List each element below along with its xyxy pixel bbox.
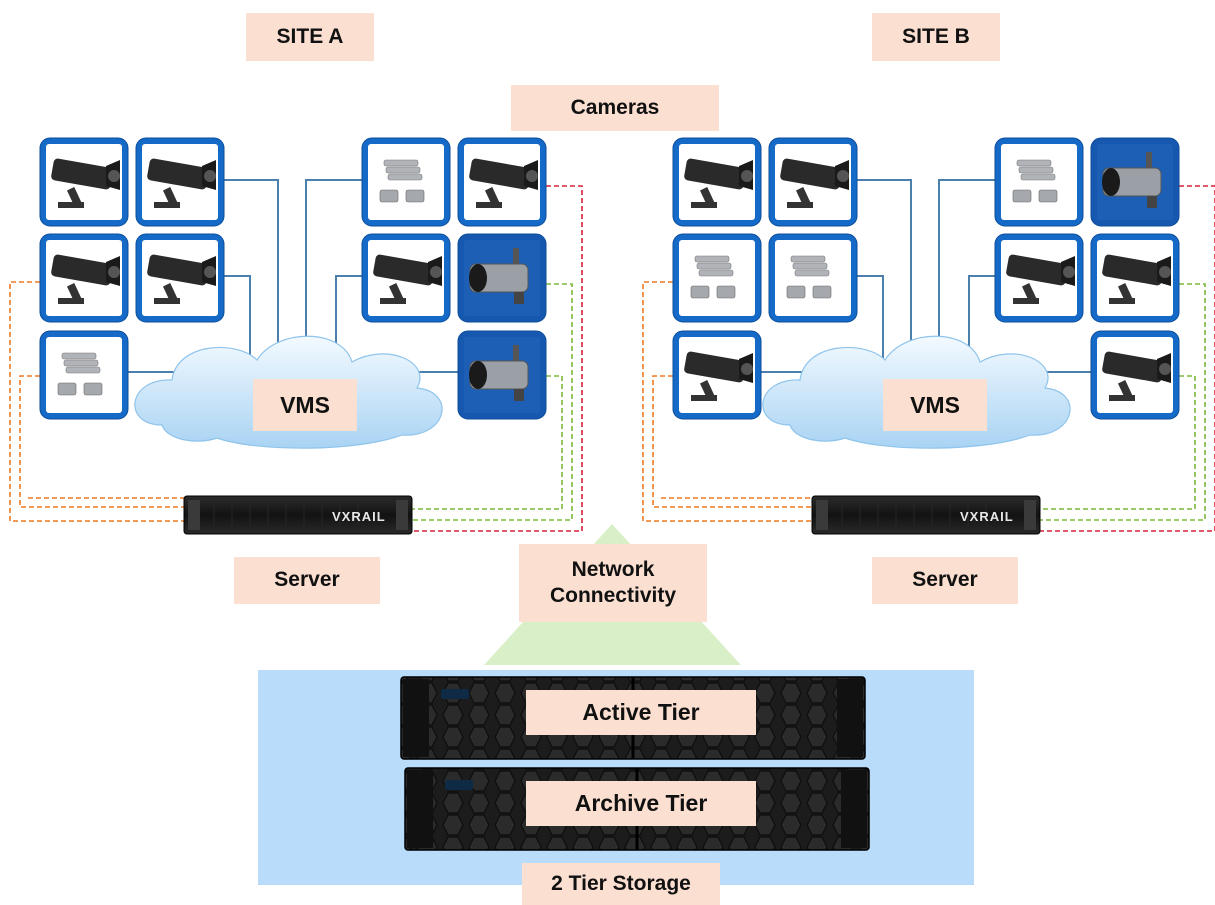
camera-tile-b3 [672, 233, 762, 323]
camera-tile-a7 [457, 137, 547, 227]
network-connectivity-label: Network Connectivity [519, 544, 707, 622]
camera-tile-b4 [768, 233, 858, 323]
camera-tile-a8 [361, 233, 451, 323]
dashed-camera-server-link [1037, 283, 1206, 521]
camera-tile-b2 [768, 137, 858, 227]
dashed-camera-server-link [19, 375, 188, 508]
camera-tile-a4 [135, 233, 225, 323]
camera-tile-a6 [361, 137, 451, 227]
camera-tile-b6 [994, 137, 1084, 227]
network-line-1: Network [571, 557, 655, 581]
network-link-line [855, 179, 912, 362]
server-a-label: Server [234, 557, 380, 604]
network-link-line [855, 275, 884, 374]
archive-tier-label: Archive Tier [526, 781, 756, 826]
camera-tile-b7 [1090, 137, 1180, 227]
network-link-line [222, 275, 251, 374]
camera-tile-a2 [135, 137, 225, 227]
camera-tile-a5 [39, 330, 129, 420]
vms-b-label: VMS [883, 379, 987, 431]
network-line-2: Connectivity [549, 584, 677, 607]
camera-tile-a9 [457, 233, 547, 323]
dashed-camera-server-link [410, 185, 583, 532]
camera-tile-b1 [672, 137, 762, 227]
camera-tile-b5 [672, 330, 762, 420]
network-link-line [222, 179, 279, 362]
vms-a-label: VMS [253, 379, 357, 431]
two-tier-storage-label: 2 Tier Storage [522, 863, 720, 905]
camera-tile-a1 [39, 137, 129, 227]
dashed-camera-server-link [1037, 375, 1196, 510]
camera-tile-a3 [39, 233, 129, 323]
dashed-camera-server-link [642, 281, 817, 522]
network-link-line [968, 275, 995, 354]
dashed-camera-server-link [410, 375, 563, 510]
camera-tile-a10 [457, 330, 547, 420]
network-link-line [335, 275, 362, 354]
vxrail-logo: VXRAIL [960, 509, 1014, 524]
cameras-label: Cameras [511, 85, 719, 131]
camera-tile-b8 [994, 233, 1084, 323]
vxrail-server-site-a: VXRAIL [183, 495, 413, 535]
active-tier-label: Active Tier [526, 690, 756, 735]
dashed-camera-server-link [652, 375, 817, 508]
dashed-camera-server-link [1037, 185, 1215, 532]
network-link-line [938, 179, 995, 356]
site-a-label: SITE A [246, 13, 374, 61]
network-link-line [305, 179, 362, 356]
dashed-camera-server-link [410, 283, 573, 521]
vxrail-logo: VXRAIL [332, 509, 386, 524]
server-b-label: Server [872, 557, 1018, 604]
site-b-label: SITE B [872, 13, 1000, 61]
camera-tile-b9 [1090, 233, 1180, 323]
vxrail-server-site-b: VXRAIL [811, 495, 1041, 535]
camera-tile-b10 [1090, 330, 1180, 420]
